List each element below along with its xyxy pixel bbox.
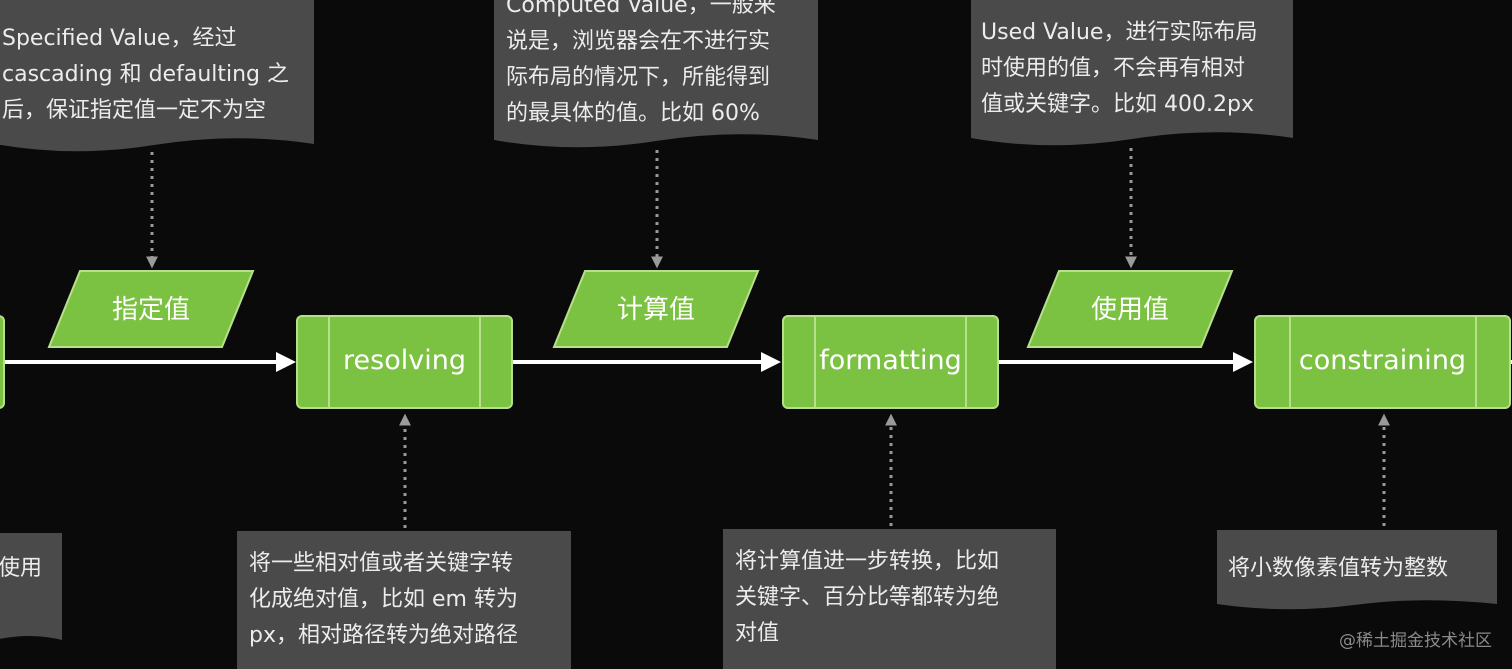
specified-note: Specified Value，经过 cascading 和 defaultin…: [0, 21, 314, 129]
note-line: 关键字、百分比等都转为绝: [735, 585, 1000, 610]
formatting-note: 将计算值进一步转换，比如 关键字、百分比等都转为绝 对值: [725, 544, 1056, 652]
note-line: 时使用的值，不会再有相对: [981, 56, 1246, 81]
computed-value-shape: [552, 270, 760, 348]
used-note: Used Value，进行实际布局 时使用的值，不会再有相对 值或关键字。比如 …: [971, 15, 1293, 123]
note-line: 将计算值进一步转换，比如: [735, 549, 1000, 574]
note-line: 将一些相对值或者关键字转: [249, 551, 514, 576]
note-line: 际布局的情况下，所能得到: [506, 65, 771, 90]
specified-note-box: [0, 0, 314, 152]
watermark: @稀土掘金技术社区: [1339, 631, 1492, 651]
note-line: 说是，浏览器会在不进行实: [506, 29, 771, 54]
note-line: Used Value，进行实际布局: [981, 20, 1258, 45]
constraining-note-box: [1217, 530, 1497, 610]
resolving-node: [296, 315, 513, 409]
note-line: 值或关键字。比如 400.2px: [981, 92, 1254, 117]
note-line: Computed Value，一般来: [506, 0, 776, 18]
used-note-box: [971, 0, 1293, 146]
note-line: Specified Value，经过: [2, 26, 237, 51]
note-line: cascading 和 defaulting 之: [2, 62, 290, 87]
formatting-node: [782, 315, 999, 409]
previous-step-node: [0, 315, 5, 409]
resolving-note-box: [237, 531, 571, 669]
note-line: 将小数像素值转为整数: [1228, 556, 1449, 581]
note-line: px，相对路径转为绝对路径: [249, 623, 518, 648]
note-line: 的最具体的值。比如 60%: [506, 101, 760, 126]
note-line: 后，保证指定值一定不为空: [2, 98, 267, 123]
left-bottom-note: 使用: [0, 551, 62, 587]
specified-value-shape: [47, 270, 255, 348]
resolving-note: 将一些相对值或者关键字转 化成绝对值，比如 em 转为 px，相对路径转为绝对路…: [239, 546, 571, 654]
formatting-label: formatting: [819, 345, 962, 376]
constraining-note: 将小数像素值转为整数: [1218, 551, 1497, 587]
formatting-note-box: [723, 529, 1056, 669]
note-line: 使用: [0, 556, 43, 581]
used-value-shape: [1026, 270, 1234, 348]
resolving-label: resolving: [343, 345, 466, 376]
note-line: 化成绝对值，比如 em 转为: [249, 587, 518, 612]
specified-value-label: 指定值: [111, 295, 190, 325]
used-value-label: 使用值: [1090, 295, 1169, 325]
constraining-label: constraining: [1298, 345, 1467, 376]
computed-value-label: 计算值: [616, 295, 695, 325]
computed-note: Computed Value，一般来 说是，浏览器会在不进行实 际布局的情况下，…: [496, 0, 818, 132]
left-bottom-note-box: [0, 533, 62, 640]
constraining-node: [1254, 315, 1511, 409]
computed-note-box: [494, 0, 818, 148]
note-line: 对值: [735, 621, 780, 646]
